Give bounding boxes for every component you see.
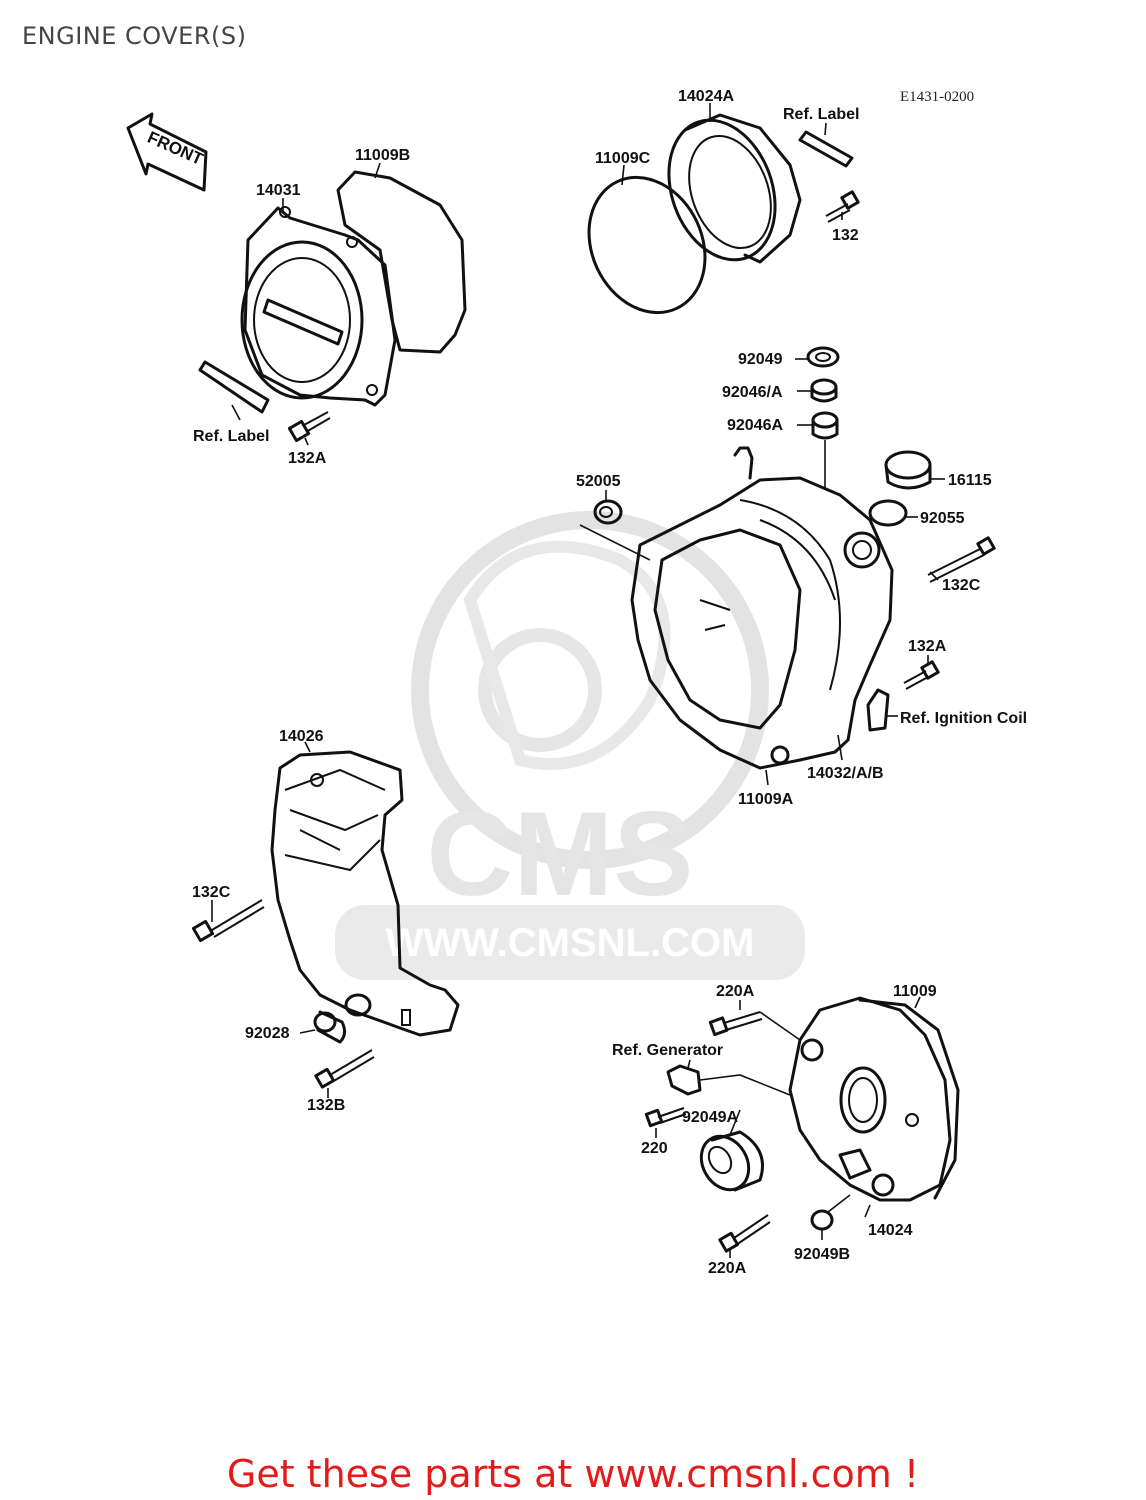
- part-labels: 14031 11009B 14024A 11009C Ref. Label 13…: [192, 88, 1027, 1277]
- bolt-132A-top: [287, 411, 331, 443]
- watermark-url: WWW.CMSNL.COM: [386, 921, 755, 965]
- cta-link[interactable]: Get these parts at www.cmsnl.com !: [226, 1452, 920, 1496]
- bolt-220A-bottom: [718, 1214, 771, 1253]
- label-ref-label-left: Ref. Label: [193, 428, 269, 445]
- label-92049B: 92049B: [794, 1246, 850, 1263]
- label-14024A: 14024A: [678, 88, 734, 105]
- label-14031: 14031: [256, 182, 301, 199]
- front-arrow-label: FRONT: [145, 128, 207, 169]
- label-92049A: 92049A: [682, 1109, 738, 1126]
- label-132C-right: 132C: [942, 577, 981, 594]
- label-14026: 14026: [279, 728, 324, 745]
- bolt-132A-right: [903, 660, 940, 690]
- label-132: 132: [832, 227, 859, 244]
- cover-14031: [240, 206, 397, 407]
- watermark: CMS WWW.CMSNL.COM: [335, 511, 805, 980]
- seal-92049: [806, 346, 840, 368]
- ref-ignition-coil-bracket: [866, 688, 890, 732]
- seal-92049B: [810, 1209, 834, 1231]
- seal-52005: [593, 499, 623, 525]
- label-132B: 132B: [307, 1097, 345, 1114]
- label-92046-A: 92046/A: [722, 384, 783, 401]
- bushing-92046: [810, 378, 838, 403]
- oring-92055: [868, 499, 908, 527]
- label-11009: 11009: [893, 983, 937, 1000]
- bolt-132C-right: [927, 536, 996, 583]
- label-92049: 92049: [738, 351, 783, 368]
- bolt-132B: [314, 1049, 375, 1089]
- leader-lines: [211, 103, 945, 1258]
- ref-generator-clip: [666, 1064, 702, 1096]
- bolt-220: [644, 1107, 687, 1128]
- bolt-220A-top: [708, 1011, 763, 1037]
- page-title: ENGINE COVER(S): [22, 22, 247, 50]
- cover-14026: [270, 750, 460, 1037]
- label-11009C: 11009C: [595, 150, 651, 167]
- label-92055: 92055: [920, 510, 965, 527]
- label-52005: 52005: [576, 473, 621, 490]
- label-11009A: 11009A: [738, 791, 794, 808]
- label-16115: 16115: [948, 472, 992, 489]
- label-220A-bottom: 220A: [708, 1260, 747, 1277]
- label-11009B: 11009B: [355, 147, 410, 164]
- label-ref-ignition-coil: Ref. Ignition Coil: [900, 710, 1027, 727]
- label-92046A: 92046A: [727, 417, 783, 434]
- watermark-brand: CMS: [427, 787, 694, 921]
- gasket-11009C: [587, 175, 707, 315]
- label-132A-top: 132A: [288, 450, 327, 467]
- gasket-11009B: [336, 170, 467, 354]
- label-14024: 14024: [868, 1222, 913, 1239]
- ref-label-strip-top: [798, 130, 854, 168]
- label-14032: 14032/A/B: [807, 765, 884, 782]
- housing-14032: [630, 446, 894, 770]
- cap-16115: [884, 450, 932, 490]
- diagram-code: E1431-0200: [900, 89, 974, 105]
- label-220: 220: [641, 1140, 668, 1157]
- bolt-132C-left: [191, 899, 265, 943]
- label-ref-label-top: Ref. Label: [783, 106, 859, 123]
- bushing-92046A: [811, 411, 839, 440]
- bolt-132: [825, 190, 860, 223]
- collar-92028: [313, 1010, 347, 1044]
- ref-label-strip-left: [198, 360, 270, 414]
- label-220A-top: 220A: [716, 983, 755, 1000]
- label-ref-generator: Ref. Generator: [612, 1042, 723, 1059]
- label-132A-right: 132A: [908, 638, 947, 655]
- front-arrow-icon: FRONT: [126, 112, 208, 192]
- cover-14024: [788, 996, 960, 1202]
- cover-14024A: [667, 113, 802, 264]
- seal-92049A: [699, 1130, 764, 1192]
- label-92028: 92028: [245, 1025, 290, 1042]
- label-132C-left: 132C: [192, 884, 231, 901]
